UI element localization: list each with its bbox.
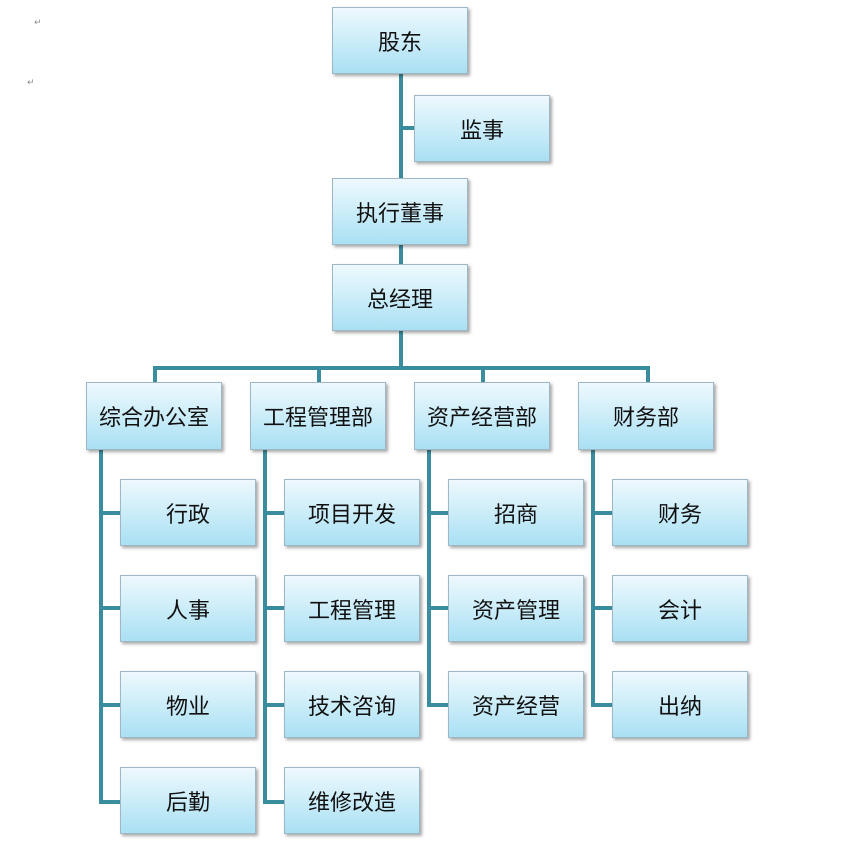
node-sub-item: 后勤	[120, 767, 256, 834]
node-sub-item: 资产管理	[448, 575, 584, 642]
node-sub-item: 会计	[612, 575, 748, 642]
node-sub-item: 财务	[612, 479, 748, 546]
node-executive-director: 执行董事	[332, 178, 468, 245]
connector-line	[591, 449, 614, 707]
connector-line	[99, 449, 122, 804]
node-general-manager: 总经理	[332, 264, 468, 331]
node-sub-item: 技术咨询	[284, 671, 420, 738]
connector-line	[263, 449, 286, 804]
node-sub-item: 资产经营	[448, 671, 584, 738]
node-supervisor: 监事	[414, 95, 550, 162]
node-sub-item: 人事	[120, 575, 256, 642]
node-sub-item: 项目开发	[284, 479, 420, 546]
node-sub-item: 维修改造	[284, 767, 420, 834]
node-department: 财务部	[578, 382, 714, 450]
connector-line	[427, 449, 450, 707]
node-department: 综合办公室	[86, 382, 222, 450]
node-sub-item: 招商	[448, 479, 584, 546]
node-sub-item: 物业	[120, 671, 256, 738]
node-shareholders: 股东	[332, 7, 468, 74]
node-sub-item: 行政	[120, 479, 256, 546]
paragraph-mark-icon: ↵	[34, 18, 42, 28]
node-department: 工程管理部	[250, 382, 386, 450]
node-department: 资产经营部	[414, 382, 550, 450]
node-sub-item: 出纳	[612, 671, 748, 738]
paragraph-mark-icon: ↵	[27, 78, 35, 88]
node-sub-item: 工程管理	[284, 575, 420, 642]
